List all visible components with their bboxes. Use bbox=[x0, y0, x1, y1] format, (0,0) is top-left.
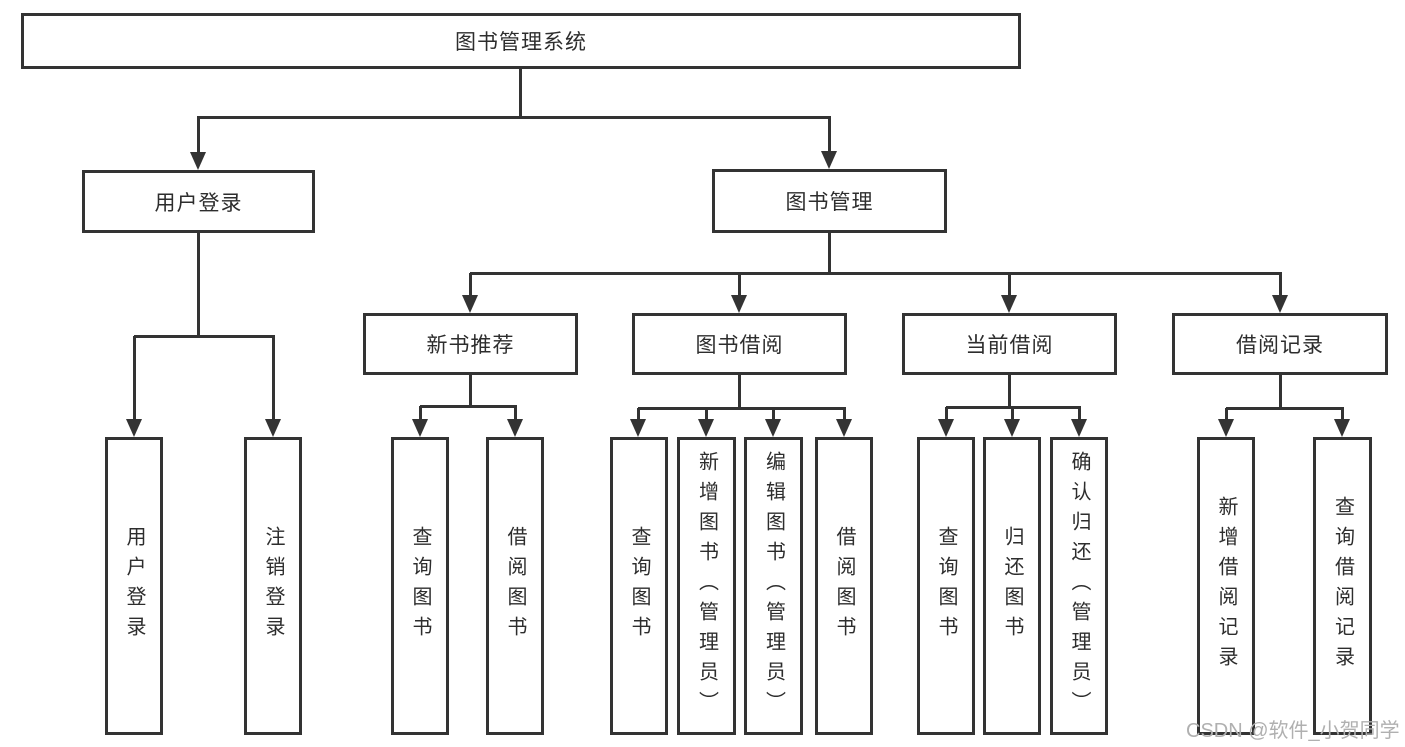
node-library-management-system: 图书管理系统 bbox=[21, 13, 1021, 69]
node-label: 借阅图书 bbox=[504, 526, 526, 646]
arrowhead-down-icon bbox=[630, 419, 646, 437]
arrowhead-down-icon bbox=[462, 295, 478, 313]
leaf-query-books-current: 查询图书 bbox=[917, 437, 975, 735]
node-label: 归还图书 bbox=[1001, 526, 1023, 646]
arrowhead-down-icon bbox=[731, 295, 747, 313]
connector-line-vertical bbox=[705, 408, 708, 419]
connector-line-vertical bbox=[1279, 375, 1282, 408]
node-label: 图书借阅 bbox=[695, 334, 784, 357]
arrowhead-down-icon bbox=[507, 419, 523, 437]
connector-line-vertical bbox=[519, 69, 522, 117]
connector-line-horizontal bbox=[197, 116, 831, 119]
node-user-login: 用户登录 bbox=[82, 170, 315, 233]
leaf-return-books: 归还图书 bbox=[983, 437, 1041, 735]
connector-line-vertical bbox=[1078, 407, 1081, 419]
connector-line-vertical bbox=[843, 408, 846, 419]
arrowhead-down-icon bbox=[1272, 295, 1288, 313]
connector-line-vertical bbox=[1011, 407, 1014, 419]
connector-line-vertical bbox=[197, 117, 200, 152]
connector-line-vertical bbox=[514, 406, 517, 419]
connector-line-vertical bbox=[272, 336, 275, 419]
arrowhead-down-icon bbox=[836, 419, 852, 437]
node-label: 查询借阅记录 bbox=[1331, 496, 1354, 676]
arrowhead-down-icon bbox=[1071, 419, 1087, 437]
node-label: 新增图书（管理员） bbox=[695, 451, 718, 721]
connector-line-vertical bbox=[1008, 273, 1011, 295]
node-label: 查询图书 bbox=[409, 526, 431, 646]
node-label: 编辑图书（管理员） bbox=[762, 451, 785, 721]
leaf-borrow-books: 借阅图书 bbox=[815, 437, 873, 735]
arrowhead-down-icon bbox=[765, 419, 781, 437]
arrowhead-down-icon bbox=[126, 419, 142, 437]
connector-line-vertical bbox=[772, 408, 775, 419]
connector-line-vertical bbox=[637, 408, 640, 419]
connector-line-vertical bbox=[469, 375, 472, 406]
connector-line-vertical bbox=[133, 336, 136, 419]
node-borrowing-records: 借阅记录 bbox=[1172, 313, 1388, 375]
node-book-borrowing: 图书借阅 bbox=[632, 313, 847, 375]
node-label: 新增借阅记录 bbox=[1215, 496, 1237, 676]
node-book-management: 图书管理 bbox=[712, 169, 947, 233]
node-label: 用户登录 bbox=[154, 191, 243, 215]
connector-line-vertical bbox=[738, 375, 741, 408]
arrowhead-down-icon bbox=[698, 419, 714, 437]
leaf-edit-books-admin: 编辑图书（管理员） bbox=[744, 437, 803, 735]
node-label: 注销登录 bbox=[262, 526, 284, 646]
node-current-borrowing: 当前借阅 bbox=[902, 313, 1117, 375]
node-label: 借阅记录 bbox=[1236, 334, 1324, 357]
connector-line-vertical bbox=[828, 233, 831, 273]
leaf-borrow-books-recommend: 借阅图书 bbox=[486, 437, 544, 735]
connector-line-horizontal bbox=[946, 406, 1081, 409]
connector-line-vertical bbox=[1341, 408, 1344, 419]
connector-line-vertical bbox=[469, 273, 472, 295]
connector-line-horizontal bbox=[134, 335, 275, 338]
connector-line-vertical bbox=[1225, 408, 1228, 419]
arrowhead-down-icon bbox=[1004, 419, 1020, 437]
connector-line-horizontal bbox=[420, 405, 517, 408]
connector-line-vertical bbox=[945, 407, 948, 419]
node-label: 图书管理 bbox=[785, 191, 874, 214]
connector-line-horizontal bbox=[638, 407, 846, 410]
connector-line-vertical bbox=[1279, 273, 1282, 295]
node-label: 新书推荐 bbox=[426, 334, 515, 357]
leaf-confirm-return-admin: 确认归还（管理员） bbox=[1050, 437, 1108, 735]
connector-line-vertical bbox=[828, 117, 831, 151]
leaf-query-books-borrow: 查询图书 bbox=[610, 437, 668, 735]
leaf-query-borrow-record: 查询借阅记录 bbox=[1313, 437, 1372, 735]
connector-line-vertical bbox=[197, 233, 200, 336]
arrowhead-down-icon bbox=[1001, 295, 1017, 313]
node-new-book-recommendation: 新书推荐 bbox=[363, 313, 578, 375]
arrowhead-down-icon bbox=[265, 419, 281, 437]
connector-line-vertical bbox=[1008, 374, 1011, 407]
leaf-query-books-recommend: 查询图书 bbox=[391, 437, 449, 735]
connector-line-horizontal bbox=[1226, 407, 1344, 410]
connector-line-vertical bbox=[419, 406, 422, 419]
connector-line-horizontal bbox=[470, 272, 1282, 275]
leaf-user-login: 用户登录 bbox=[105, 437, 163, 735]
arrowhead-down-icon bbox=[1334, 419, 1350, 437]
node-label: 用户登录 bbox=[123, 526, 145, 646]
connector-line-vertical bbox=[738, 273, 741, 295]
leaf-add-borrow-record: 新增借阅记录 bbox=[1197, 437, 1255, 735]
node-label: 图书管理系统 bbox=[455, 31, 587, 54]
node-label: 查询图书 bbox=[935, 526, 957, 646]
node-label: 查询图书 bbox=[628, 526, 650, 646]
node-label: 借阅图书 bbox=[833, 526, 855, 646]
arrowhead-down-icon bbox=[821, 151, 837, 169]
leaf-add-books-admin: 新增图书（管理员） bbox=[677, 437, 736, 735]
leaf-logout: 注销登录 bbox=[244, 437, 302, 735]
arrowhead-down-icon bbox=[190, 152, 206, 170]
arrowhead-down-icon bbox=[1218, 419, 1234, 437]
node-label: 确认归还（管理员） bbox=[1068, 451, 1090, 721]
arrowhead-down-icon bbox=[412, 419, 428, 437]
node-label: 当前借阅 bbox=[965, 334, 1054, 357]
watermark: CSDN @软件_小贺同学 bbox=[1186, 720, 1400, 742]
arrowhead-down-icon bbox=[938, 419, 954, 437]
